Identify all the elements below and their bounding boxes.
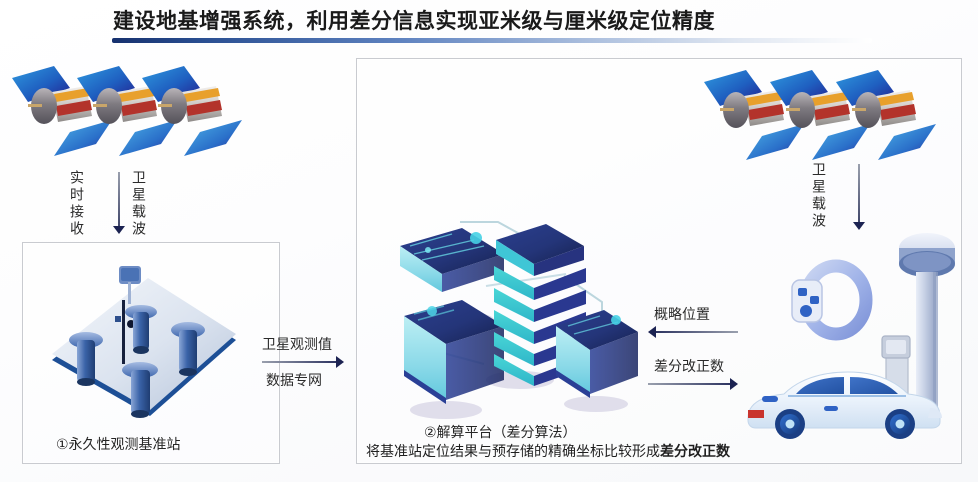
satellite-carrier-down-arrow xyxy=(112,172,126,234)
car-icon xyxy=(740,360,950,440)
base-station-icon xyxy=(30,248,270,438)
smartwatch-icon xyxy=(784,258,876,342)
base-station-caption: ①永久性观测基准站 xyxy=(56,436,181,452)
label-data-private-network: 数据专网 xyxy=(266,372,322,388)
label-differential-correction: 差分改正数 xyxy=(654,358,724,374)
title-underline-rule xyxy=(112,38,872,43)
satellite-icon xyxy=(12,66,242,156)
data-center-icon xyxy=(388,214,642,426)
label-satellite-carrier-left: 卫星载波 xyxy=(131,170,147,238)
left-satellite-group xyxy=(8,58,268,168)
satellite-icon xyxy=(704,70,936,160)
label-satellite-observation: 卫星观测值 xyxy=(262,336,332,352)
differential-correction-arrow xyxy=(648,378,738,390)
differential-description-emphasis: 差分改正数 xyxy=(660,443,730,459)
page-title: 建设地基增强系统，利用差分信息实现亚米级与厘米级定位精度 xyxy=(113,10,715,33)
label-approximate-position: 概略位置 xyxy=(654,306,710,322)
right-satellite-group xyxy=(700,62,970,172)
approximate-position-arrow xyxy=(648,326,738,338)
data-network-arrow xyxy=(262,356,344,368)
label-realtime-receive: 实时接收 xyxy=(69,170,85,238)
satellite-carrier-down-arrow-right xyxy=(852,164,866,230)
differential-description-text: 将基准站定位结果与预存储的精确坐标比较形成 xyxy=(366,443,660,459)
label-satellite-carrier-right: 卫星载波 xyxy=(811,162,827,230)
gnss-antenna-tower-icon xyxy=(886,228,966,428)
platform-caption: ②解算平台（差分算法） xyxy=(424,424,577,440)
differential-description: 将基准站定位结果与预存储的精确坐标比较形成差分改正数 xyxy=(366,441,730,461)
